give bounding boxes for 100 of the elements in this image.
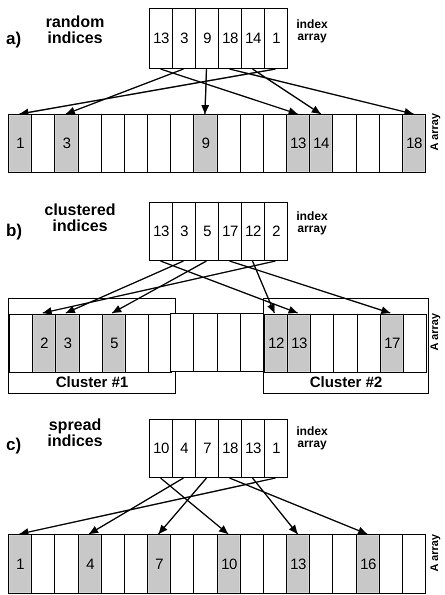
array-cell	[332, 534, 357, 594]
array-cell	[356, 114, 380, 173]
array-cell	[240, 534, 264, 594]
index-array-cell: 14	[241, 8, 265, 69]
array-cell	[193, 534, 218, 594]
array-cell	[101, 534, 125, 594]
index-array-cell: 18	[218, 8, 242, 69]
highlighted-array-cell: 17	[380, 314, 404, 373]
array-cell	[357, 314, 381, 373]
array-cell	[9, 314, 33, 373]
highlighted-array-cell: 7	[147, 534, 171, 594]
index-array-cell: 5	[195, 202, 219, 261]
array-cell	[148, 314, 172, 373]
array-cell	[124, 534, 148, 594]
highlighted-array-cell: 9	[193, 114, 218, 173]
index-array-cell: 9	[195, 8, 219, 69]
array-cell	[193, 313, 218, 372]
arrow	[112, 260, 207, 314]
cluster-frame	[8, 298, 176, 394]
array-cell	[333, 314, 358, 373]
array-cell	[31, 534, 55, 594]
index-array-cell: 2	[264, 202, 288, 261]
arrow	[66, 68, 184, 115]
panel-title: clustered indices	[43, 203, 117, 235]
highlighted-array-cell: 1	[8, 114, 32, 173]
index-array-cell: 10	[149, 419, 173, 478]
arrow	[160, 260, 298, 314]
array-label: index array	[295, 210, 329, 234]
highlighted-array-cell: 13	[287, 314, 311, 373]
array-cell	[403, 314, 427, 373]
panel-title: spread indices	[46, 418, 104, 450]
index-array-cell: 7	[195, 419, 219, 478]
arrow	[229, 68, 414, 116]
array-cell	[170, 313, 194, 372]
highlighted-array-cell: 5	[102, 314, 126, 373]
arrow	[160, 68, 298, 115]
panel-letter: a)	[6, 30, 22, 47]
array-cell	[78, 114, 102, 173]
array-cell	[402, 534, 426, 594]
array-label: A array	[430, 113, 441, 151]
index-array-cell: 4	[172, 419, 196, 478]
array-cell	[31, 114, 55, 173]
array-label: index array	[295, 425, 329, 449]
array-label: index array	[295, 18, 329, 42]
array-cell	[332, 114, 357, 173]
panel-letter: c)	[6, 436, 22, 453]
index-array-cell: 3	[172, 202, 196, 261]
highlighted-array-cell: 3	[55, 314, 80, 373]
array-cell	[124, 114, 148, 173]
highlighted-array-cell: 10	[217, 534, 241, 594]
array-cell	[240, 114, 264, 173]
index-array-cell: 17	[218, 202, 242, 261]
array-cell	[310, 314, 334, 373]
array-cell	[79, 314, 103, 373]
arrow	[19, 68, 276, 116]
index-array-cell: 13	[241, 419, 265, 478]
array-cell	[217, 114, 241, 173]
array-cell	[240, 313, 264, 372]
highlighted-array-cell: 16	[356, 534, 380, 594]
highlighted-array-cell: 13	[286, 534, 310, 594]
highlighted-array-cell: 2	[32, 314, 56, 373]
array-cell	[54, 534, 79, 594]
arrow	[229, 477, 368, 535]
array-cell	[263, 114, 287, 173]
arrow	[252, 68, 322, 115]
panel-title: random indices	[44, 15, 106, 47]
array-cell	[379, 114, 403, 173]
highlighted-array-cell: 1	[8, 534, 32, 594]
index-array-cell: 18	[218, 419, 242, 478]
arrow	[88, 477, 184, 535]
index-array-cell: 1	[264, 419, 288, 478]
array-cell	[170, 114, 194, 173]
arrow	[201, 68, 210, 114]
panel-letter: b)	[6, 222, 22, 239]
arrow	[252, 260, 276, 314]
index-array-cell: 13	[149, 202, 173, 261]
array-cell	[147, 114, 171, 173]
cluster-frame	[263, 298, 429, 394]
array-cell	[125, 314, 149, 373]
index-array-cell: 13	[149, 8, 173, 69]
highlighted-array-cell: 18	[402, 114, 426, 173]
array-cell	[170, 534, 194, 594]
arrow	[19, 477, 276, 536]
arrow	[42, 260, 276, 315]
arrow	[229, 260, 390, 314]
arrow	[160, 477, 229, 535]
arrow	[252, 478, 298, 534]
array-cell	[101, 114, 125, 173]
arrow	[66, 260, 184, 314]
array-cell	[379, 534, 403, 594]
array-cell	[309, 534, 333, 594]
highlighted-array-cell: 12	[264, 314, 288, 373]
highlighted-array-cell: 13	[286, 114, 310, 173]
highlighted-array-cell: 3	[54, 114, 79, 173]
array-cell	[217, 313, 241, 372]
array-label: A array	[430, 534, 441, 572]
index-array-cell: 3	[172, 8, 196, 69]
index-array-cell: 1	[264, 8, 288, 69]
cluster-label: Cluster #1	[54, 374, 130, 391]
highlighted-array-cell: 14	[309, 114, 333, 173]
